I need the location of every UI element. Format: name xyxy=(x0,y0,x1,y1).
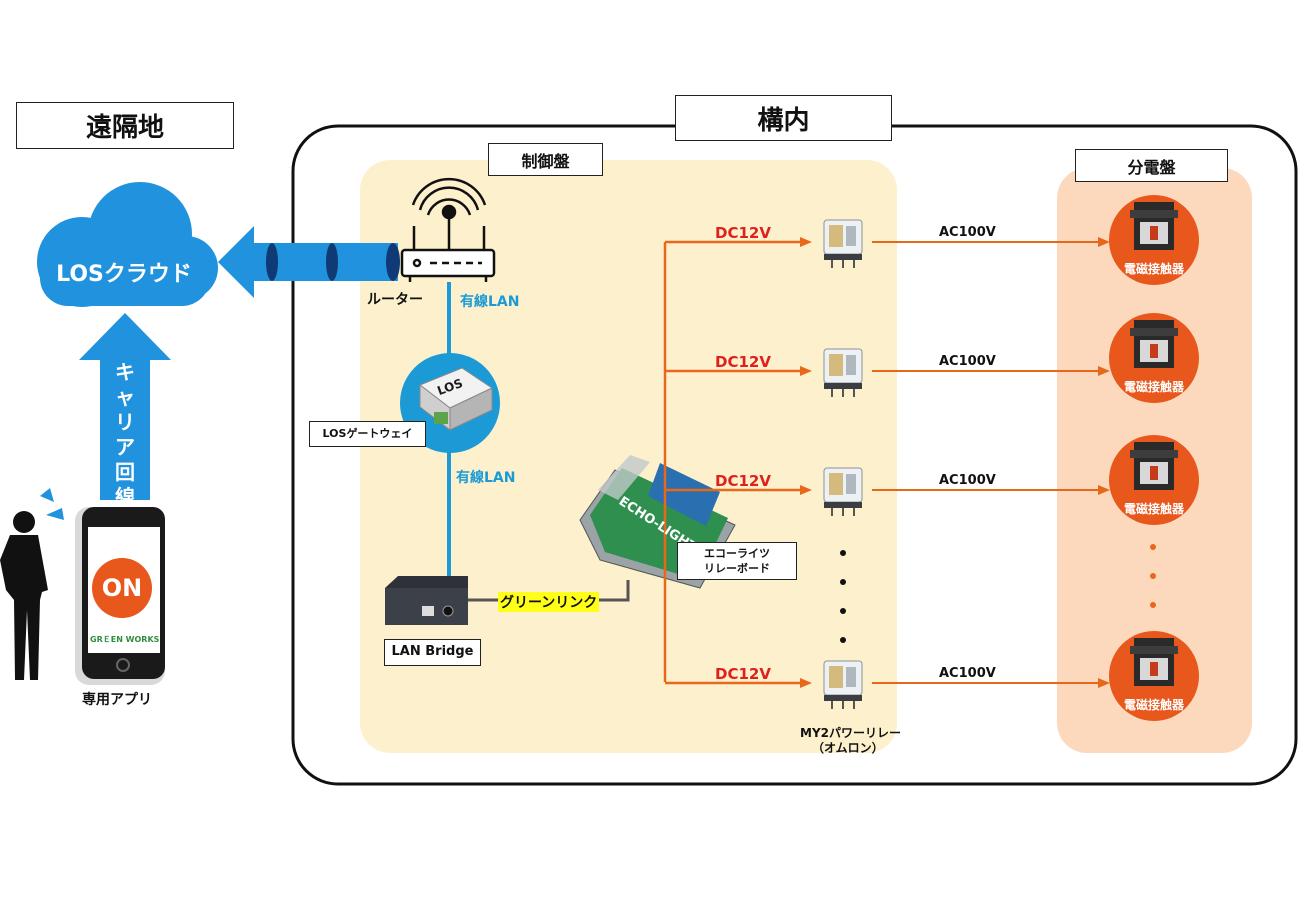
premises-title: 構内 xyxy=(757,105,810,136)
ac-arrowhead-2 xyxy=(1098,366,1110,376)
dc-label-3: DC12V xyxy=(715,472,771,490)
relay-board-label-box: エコーライツ リレーボード xyxy=(677,542,797,580)
carrier-label: キャリア回線 xyxy=(115,360,135,509)
relay-icon-3 xyxy=(823,467,863,516)
smartphone-icon xyxy=(75,507,165,685)
dc-label-1: DC12V xyxy=(715,224,771,242)
relay-ellipsis xyxy=(840,550,846,643)
relay-caption-line2: （オムロン） xyxy=(812,741,884,755)
relay-icon-4 xyxy=(823,660,863,709)
control-panel-title-box: 制御盤 xyxy=(488,143,603,176)
contactor-label-3: 電磁接触器 xyxy=(1123,502,1184,516)
contactor-label-1: 電磁接触器 xyxy=(1123,262,1184,276)
gateway-label-box: LOSゲートウェイ xyxy=(309,421,426,447)
speech-mark-1 xyxy=(40,488,54,502)
relay-board-label-line2: リレーボード xyxy=(704,562,770,575)
remote-title-box: 遠隔地 xyxy=(16,102,234,149)
contactor-ellipsis xyxy=(1150,544,1156,608)
app-brand: GRＥEN WORKS xyxy=(90,635,160,644)
ac-arrowhead-3 xyxy=(1098,485,1110,495)
contactor-icon-2 xyxy=(1109,313,1199,403)
cloud-icon xyxy=(37,182,218,307)
router-label: ルーター xyxy=(367,292,423,308)
ac-label-2: AC100V xyxy=(939,354,996,369)
speech-mark-2 xyxy=(46,508,64,520)
wired-lan-label-2: 有線LAN xyxy=(456,470,516,486)
app-caption: 専用アプリ xyxy=(82,692,152,708)
ac-label-1: AC100V xyxy=(939,225,996,240)
dc-arrowhead-2 xyxy=(800,366,812,376)
relay-caption-line1: MY2パワーリレー xyxy=(800,726,901,740)
cloud-link-arrow xyxy=(218,226,400,298)
ac-label-3: AC100V xyxy=(939,473,996,488)
premises-title-box: 構内 xyxy=(675,95,892,141)
gateway-label: LOSゲートウェイ xyxy=(322,427,413,441)
dc-label-2: DC12V xyxy=(715,353,771,371)
lan-bridge-label: LAN Bridge xyxy=(391,644,474,660)
ac-arrowhead-4 xyxy=(1098,678,1110,688)
distribution-board-title: 分電盤 xyxy=(1127,157,1176,177)
dc-arrowhead-1 xyxy=(800,237,812,247)
contactor-label-2: 電磁接触器 xyxy=(1123,380,1184,394)
dc-arrowhead-3 xyxy=(800,485,812,495)
person-icon xyxy=(0,511,48,680)
relay-icon-1 xyxy=(823,219,863,268)
relay-board-label-line1: エコーライツ xyxy=(704,546,770,560)
dc-label-4: DC12V xyxy=(715,665,771,683)
lan-bridge-label-box: LAN Bridge xyxy=(384,639,481,666)
ac-arrowhead-1 xyxy=(1098,237,1110,247)
lan-bridge-icon xyxy=(385,576,468,625)
contactor-label-4: 電磁接触器 xyxy=(1123,698,1184,712)
distribution-board-title-box: 分電盤 xyxy=(1075,149,1228,182)
contactor-icon-4 xyxy=(1109,631,1199,721)
green-link-label: グリーンリンク xyxy=(498,592,600,612)
app-on-button-label[interactable]: ON xyxy=(101,574,143,602)
contactor-icon-3 xyxy=(1109,435,1199,525)
control-panel-area xyxy=(360,160,897,753)
wired-lan-label-1: 有線LAN xyxy=(460,294,520,310)
ac-label-4: AC100V xyxy=(939,666,996,681)
remote-title: 遠隔地 xyxy=(85,113,164,143)
dc-arrowhead-4 xyxy=(800,678,812,688)
contactor-icon-1 xyxy=(1109,195,1199,285)
router-icon xyxy=(400,177,496,282)
cloud-label: LOSクラウド xyxy=(56,262,192,287)
relay-icon-2 xyxy=(823,348,863,397)
carrier-arrow xyxy=(79,313,171,500)
control-panel-title: 制御盤 xyxy=(521,151,570,171)
